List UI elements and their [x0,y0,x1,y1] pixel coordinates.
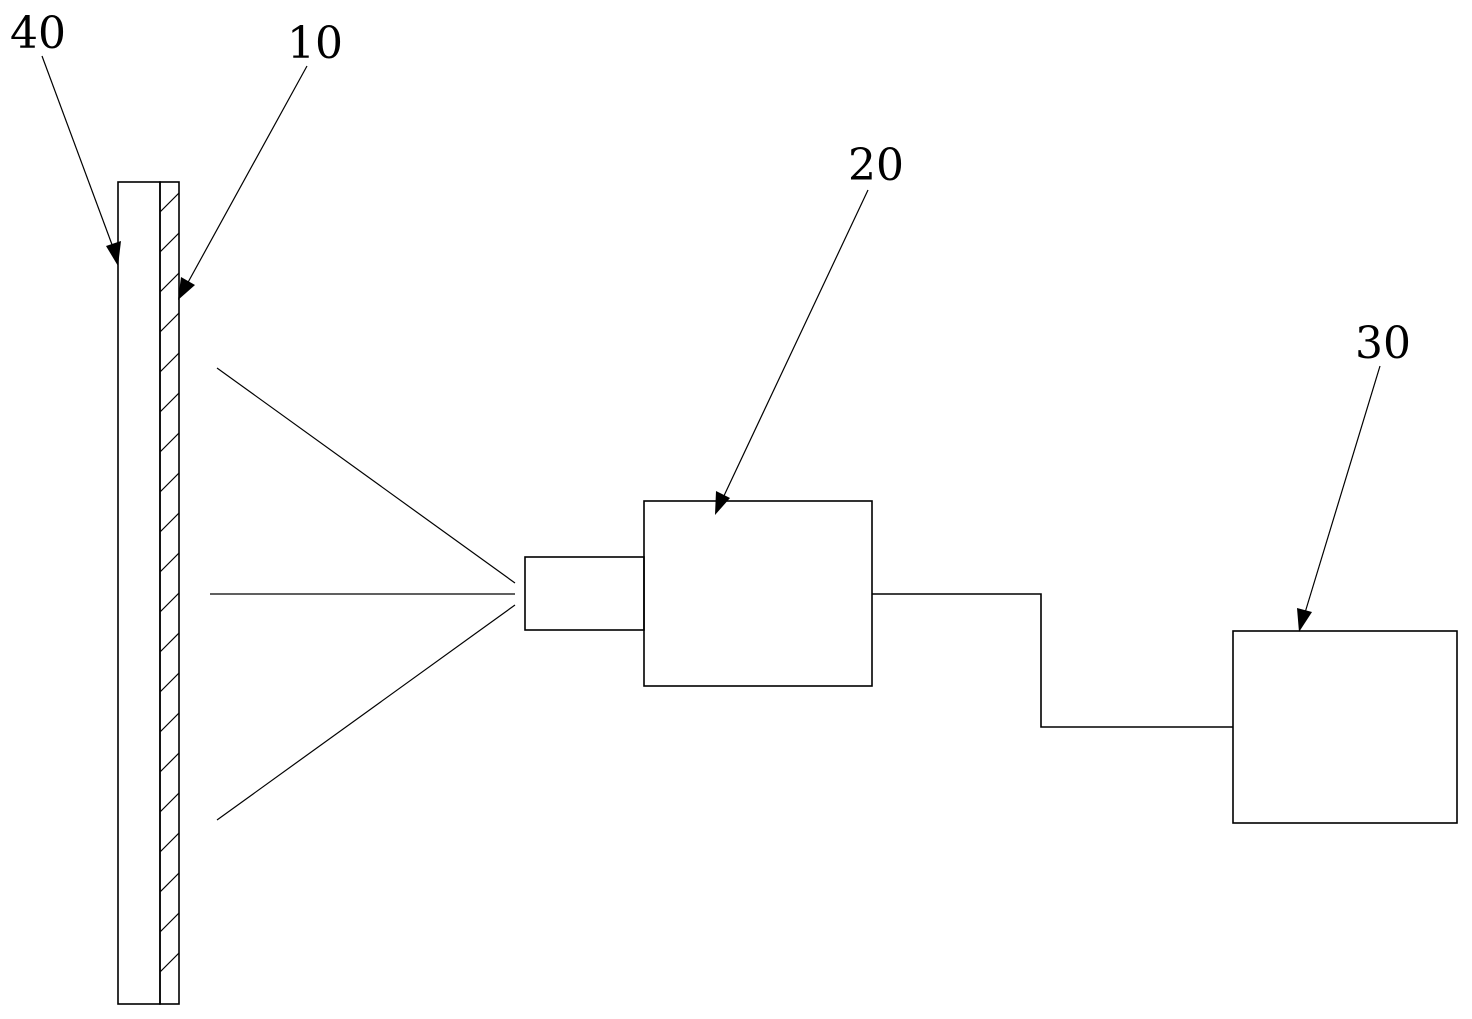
hatch-line [159,592,180,613]
hatch-line [159,512,180,533]
leader-20 [715,189,869,515]
hatch-line [159,192,180,213]
unit-30 [1232,630,1458,824]
hatch-line [159,752,180,773]
hatch-line [159,232,180,253]
leader-40 [41,55,121,266]
hatch-line [159,432,180,453]
hatch-line [159,912,180,933]
ref-label-40: 40 [10,8,66,59]
leader-10 [178,65,308,300]
ref-label-30: 30 [1355,318,1411,369]
hatch-line [159,832,180,853]
hatch-line [159,272,180,293]
arrowhead-30 [1297,608,1312,632]
hatch-line [159,352,180,373]
hatched-layer-10 [159,181,180,1005]
hatch-line [159,872,180,893]
hatch-line [159,952,180,973]
ref-label-10: 10 [287,18,343,69]
leader-30 [1297,365,1381,632]
hatch-line [159,552,180,573]
projection-rays [210,367,516,821]
hatch-line [159,312,180,333]
hatch-line [159,712,180,733]
device-20 [524,500,873,687]
ref-label-20: 20 [848,140,904,191]
hatch-line [159,672,180,693]
connection-wire [872,593,1233,728]
hatch-lines [159,192,180,973]
hatch-line [159,472,180,493]
hatch-line [159,392,180,413]
hatched-layer-outline [159,181,180,1005]
hatch-line [159,632,180,653]
arrowhead-20 [715,491,730,515]
ray-upper [216,367,516,584]
plate-40 [117,181,161,1005]
arrowhead-40 [106,241,121,266]
device-lens [524,556,645,631]
device-body [643,500,873,687]
arrowhead-10 [178,277,195,300]
ray-lower [216,604,516,821]
hatch-line [159,792,180,813]
